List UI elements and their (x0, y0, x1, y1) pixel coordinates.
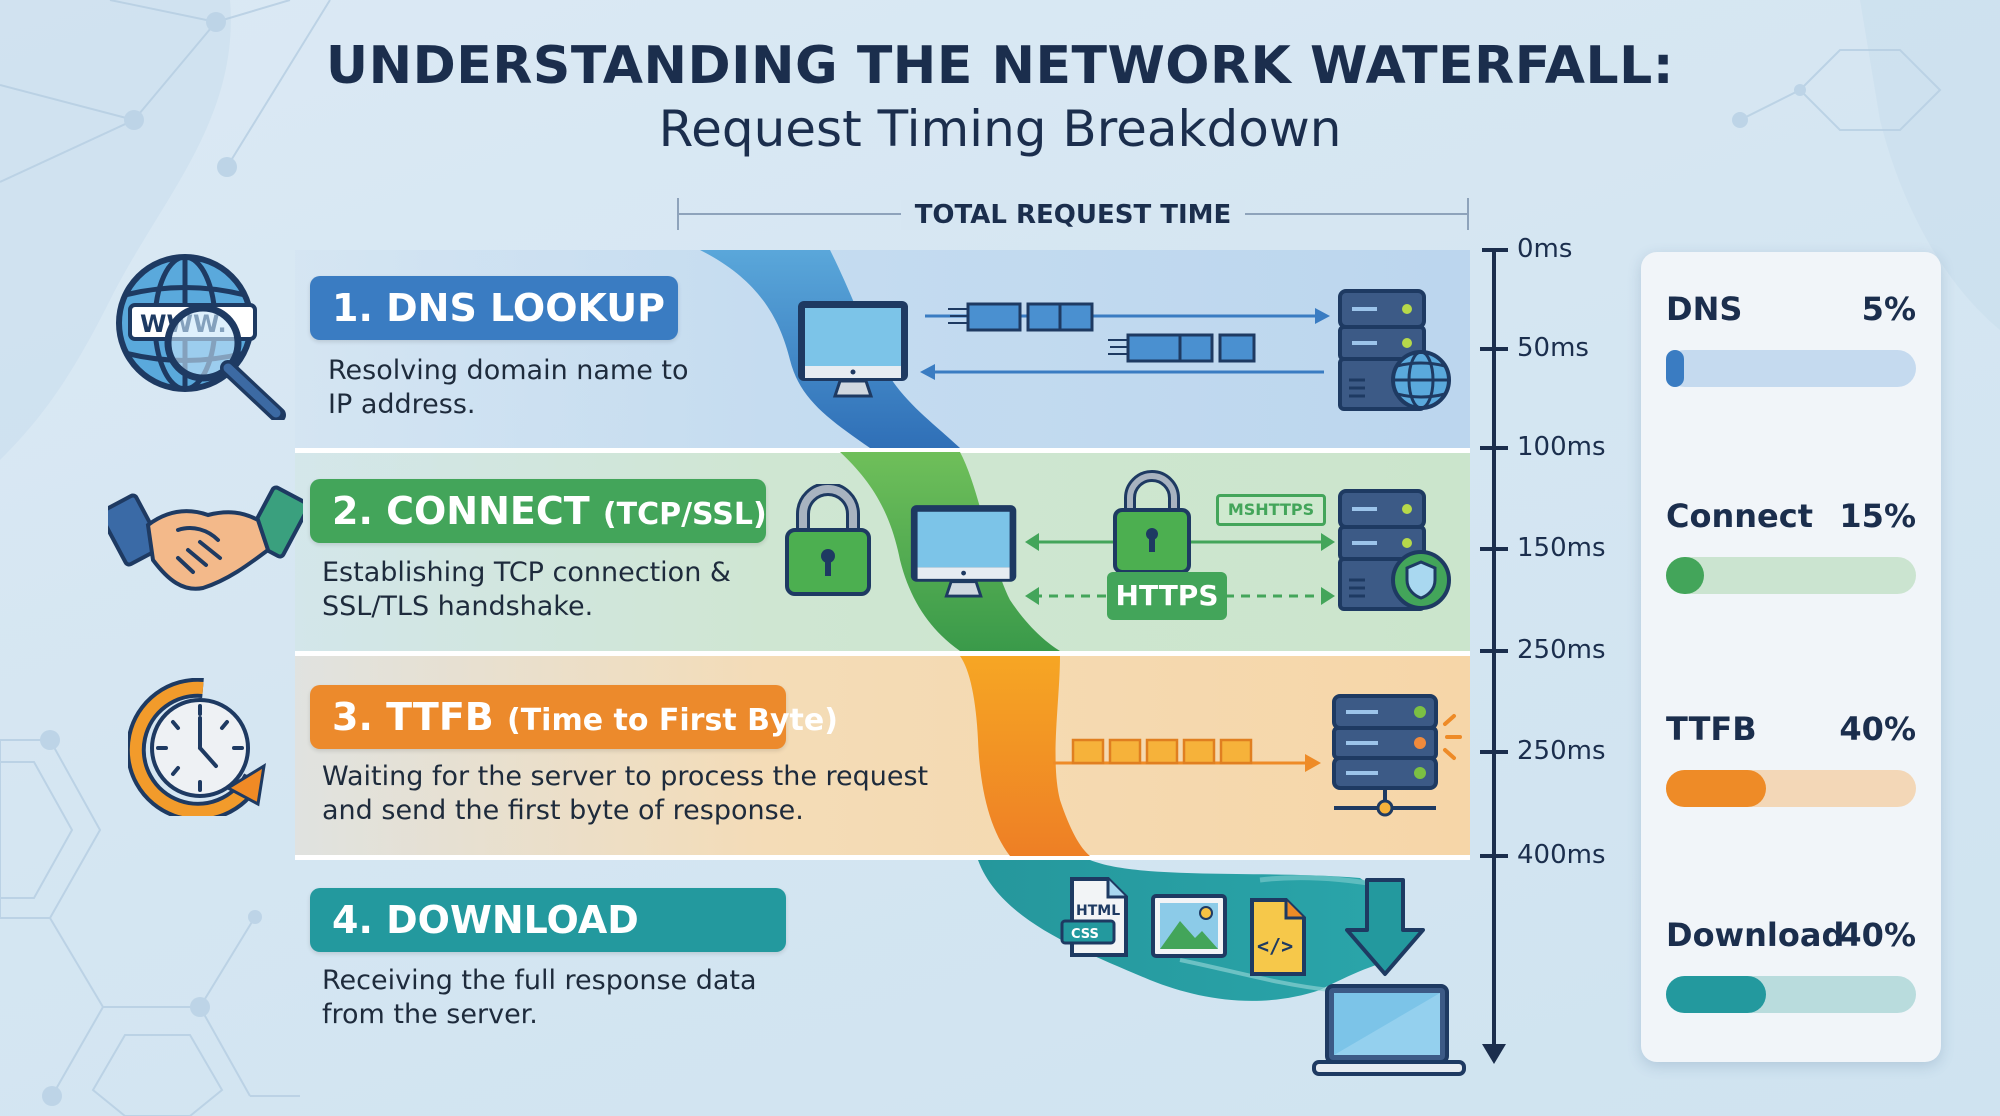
secure-server-shield-icon (1338, 489, 1451, 611)
progress-track (1666, 770, 1916, 807)
axis-tick-label: 250ms (1517, 635, 1606, 665)
step-description-dns: Resolving domain name to IP address. (328, 354, 689, 422)
step-subtitle: (TCP/SSL) (602, 497, 767, 532)
progress-track (1666, 557, 1916, 594)
metric-percent: 5% (1861, 290, 1916, 328)
step-badge-download: 4. DOWNLOAD (310, 888, 786, 952)
step-badge-dns: 1. DNS LOOKUP (310, 276, 678, 340)
processing-server-icon (1332, 694, 1462, 817)
axis-arrow-head (1482, 1044, 1506, 1064)
page-title: UNDERSTANDING THE NETWORK WATERFALL: (325, 36, 1675, 96)
mshttps-tag: MSHTTPS (1216, 494, 1326, 526)
page-subtitle: Request Timing Breakdown (658, 100, 1342, 158)
tls-handshake-arrows (1025, 470, 1335, 605)
progress-fill (1666, 770, 1766, 807)
download-arrow-icon (1345, 878, 1425, 976)
description-line: SSL/TLS handshake. (322, 591, 594, 622)
metric-name: Connect (1666, 497, 1813, 535)
dns-request-arrows (920, 302, 1330, 380)
band-divider (295, 855, 1470, 860)
metric-percent: 40% (1839, 710, 1916, 748)
progress-fill (1666, 976, 1766, 1013)
https-label: HTTPS (1107, 572, 1227, 620)
image-file-icon (1151, 894, 1227, 958)
desktop-monitor-icon (910, 505, 1017, 598)
description-line: Resolving domain name to (328, 355, 689, 386)
step-badge-connect: 2. CONNECT (TCP/SSL) (310, 479, 767, 543)
description-line: Waiting for the server to process the re… (322, 761, 929, 792)
metric-name: TTFB (1666, 710, 1757, 748)
code-glyph: </> (1257, 934, 1293, 958)
html-file-label: HTML (1076, 903, 1120, 919)
ttfb-packet-arrow (1053, 738, 1321, 772)
bracket-left-cap (677, 198, 679, 230)
progress-fill (1666, 557, 1704, 594)
laptop-icon (1312, 984, 1466, 1076)
ribbon-ttfb (960, 656, 1090, 856)
step-badge-ttfb: 3. TTFB (Time to First Byte) (310, 685, 838, 749)
timing-breakdown-card: DNS 5% Connect 15% TTFB 40% Download 40% (1641, 252, 1941, 1062)
step-title: 1. DNS LOOKUP (332, 286, 666, 330)
step-title: 3. TTFB (332, 695, 507, 739)
metric-name: DNS (1666, 290, 1743, 328)
step-description-download: Receiving the full response data from th… (322, 964, 757, 1032)
progress-track (1666, 350, 1916, 387)
description-line: Receiving the full response data (322, 965, 757, 996)
step-title: 2. CONNECT (332, 489, 603, 533)
css-file-label: CSS (1071, 927, 1099, 942)
total-request-time-bracket: TOTAL REQUEST TIME (677, 196, 1469, 232)
dns-server-globe-icon (1338, 289, 1451, 411)
axis-tick-label: 100ms (1517, 432, 1606, 462)
total-request-time-label: TOTAL REQUEST TIME (900, 200, 1246, 230)
html-css-file-icon: HTML CSS (1060, 877, 1128, 957)
clock-icon (128, 678, 266, 816)
description-line: and send the first byte of response. (322, 795, 804, 826)
desktop-monitor-icon (798, 301, 908, 398)
step-description-ttfb: Waiting for the server to process the re… (322, 760, 928, 828)
metric-name: Download (1666, 916, 1845, 954)
metric-percent: 15% (1839, 497, 1916, 535)
progress-track (1666, 976, 1916, 1013)
axis-tick-label: 400ms (1517, 840, 1606, 870)
globe-search-icon: WWW. (116, 254, 286, 420)
step-description-connect: Establishing TCP connection & SSL/TLS ha… (322, 556, 731, 624)
band-divider (295, 651, 1470, 656)
description-line: Establishing TCP connection & (322, 557, 731, 588)
code-file-icon: </> (1250, 898, 1306, 976)
axis-tick-label: 0ms (1517, 234, 1573, 264)
progress-fill (1666, 350, 1684, 387)
axis-tick-label: 50ms (1517, 333, 1589, 363)
axis-tick-label: 250ms (1517, 736, 1606, 766)
step-title: 4. DOWNLOAD (332, 898, 639, 942)
band-divider (295, 448, 1470, 453)
description-line: from the server. (322, 999, 538, 1030)
axis-tick-label: 150ms (1517, 533, 1606, 563)
step-subtitle: (Time to First Byte) (506, 703, 838, 738)
metric-percent: 40% (1839, 916, 1916, 954)
bracket-right-cap (1467, 198, 1469, 230)
handshake-icon (108, 485, 303, 591)
padlock-icon (785, 484, 871, 596)
description-line: IP address. (328, 389, 476, 420)
